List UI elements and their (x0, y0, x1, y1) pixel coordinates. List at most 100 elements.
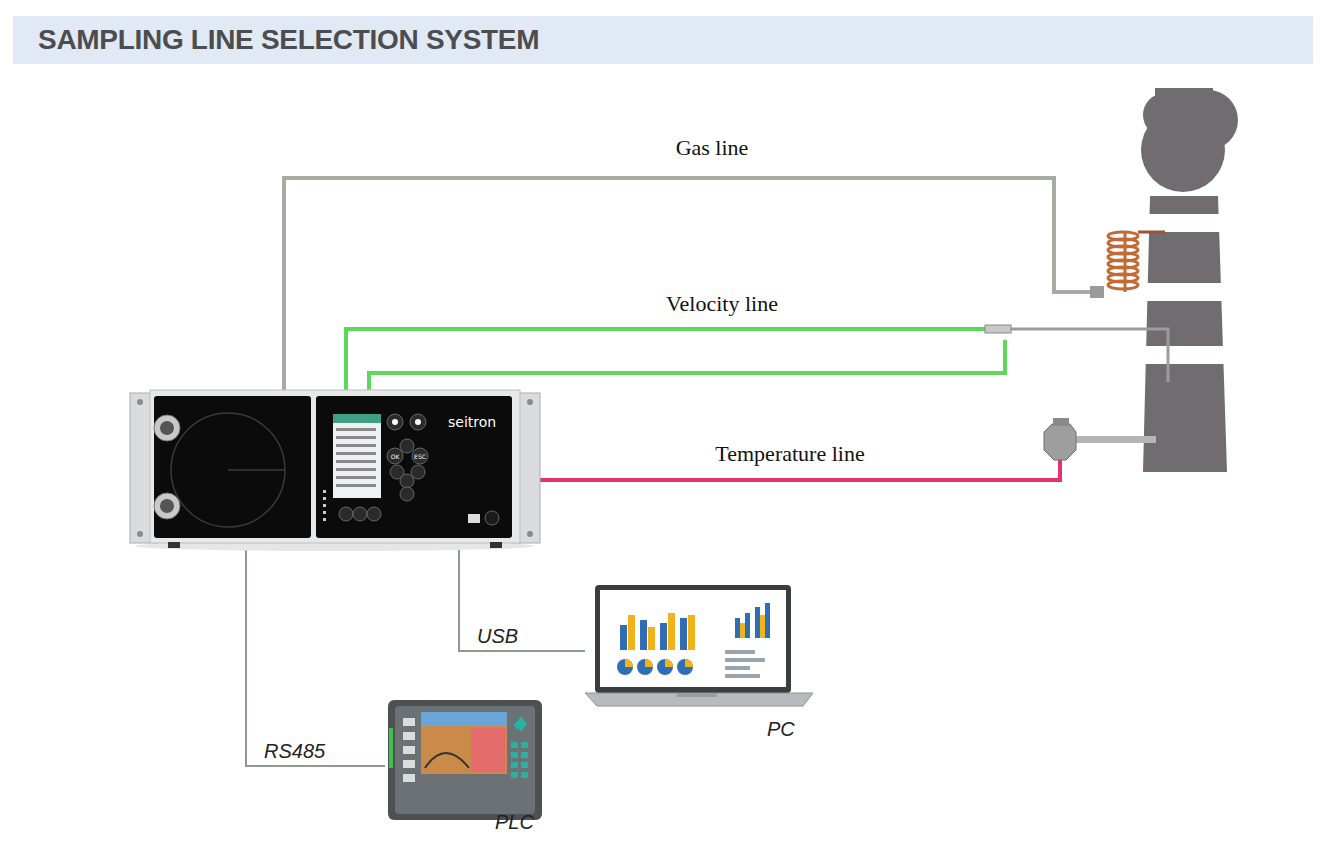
cable-connector (246, 550, 385, 766)
analyzer-drawing-part-part (400, 487, 414, 501)
pc-laptop: PC (585, 585, 815, 745)
laptop-drawing-part (625, 659, 693, 667)
analyzer-drawing-part (137, 531, 143, 537)
plc-drawing-part-part (403, 774, 415, 782)
plc-drawing-part (421, 712, 507, 726)
laptop-drawing-part-part (725, 666, 750, 670)
plc-drawing-part-part (511, 772, 518, 778)
laptop-drawing-part-part (755, 607, 760, 638)
analyzer-drawing-part-part (336, 476, 376, 479)
plc-drawing-part-part (403, 760, 415, 768)
laptop-drawing-part (628, 613, 765, 650)
laptop-drawing-part-part (725, 650, 755, 654)
analyzer-drawing-part-part (336, 444, 376, 447)
line-label: Velocity line (666, 291, 778, 317)
cable-connector (459, 550, 585, 651)
analyzer-drawing-part-part (392, 419, 398, 425)
plc-drawing-part-part (403, 732, 415, 740)
analyzer-drawing-part-part (323, 504, 326, 507)
analyzer-drawing-part-part (410, 414, 426, 430)
plc-drawing-part-part (403, 718, 415, 726)
analyzer-drawing-part-part (400, 439, 414, 453)
laptop-drawing-part (620, 603, 770, 650)
laptop-drawing-part-part (620, 625, 627, 650)
analyzer-drawing-part (168, 542, 180, 548)
button-label: OK (391, 453, 400, 460)
chimney (1141, 88, 1238, 472)
analyzer-drawing-part (333, 414, 381, 498)
analyzer-drawing-part-part (415, 419, 421, 425)
analyzer-drawing-part-part (387, 448, 403, 464)
plc-drawing-part-part (521, 742, 528, 748)
analyzer-drawing-part (137, 399, 143, 405)
analyzer-drawing-part (171, 413, 285, 527)
analyzer-drawing-part (323, 490, 326, 521)
chimney-bands-part (1140, 214, 1230, 232)
laptop-drawing-part-part (740, 623, 745, 638)
connection-label: USB (477, 625, 518, 648)
laptop-drawing-part-part (685, 659, 693, 667)
device-name: PLC (495, 811, 534, 834)
laptop-drawing-part (600, 590, 786, 687)
laptop-drawing-part-part (765, 603, 770, 638)
gas-probe-fitting (1090, 286, 1104, 298)
analyzer-drawing-part-part (323, 518, 326, 521)
analyzer-drawing-part-part (336, 484, 376, 487)
pitot-tube-part (985, 329, 1168, 382)
laptop-drawing-part-part (637, 659, 653, 675)
thermocouple-part (1072, 436, 1156, 443)
analyzer-drawing-part (490, 542, 502, 548)
analyzer-drawing-part (150, 390, 520, 543)
laptop-drawing-part-part (688, 615, 695, 650)
laptop-drawing-part-part (735, 618, 740, 638)
laptop-drawing-part-part (677, 659, 693, 675)
gas-probe-coil-part (1138, 231, 1165, 234)
analyzer-drawing-part-part (323, 511, 326, 514)
analyzer-drawing-part-part (323, 497, 326, 500)
laptop-drawing-part-part (628, 615, 635, 650)
analyzer-drawing-part (160, 421, 174, 435)
plc-drawing-part (425, 753, 469, 768)
plc-drawing-part (513, 716, 527, 732)
chimney-bands (1140, 214, 1230, 364)
analyzer-drawing-part (154, 396, 311, 538)
diagram-title: SAMPLING LINE SELECTION SYSTEM (38, 16, 539, 64)
laptop-drawing-part-part (760, 615, 765, 638)
plc-panel: PLC (385, 698, 545, 838)
laptop-drawing-part-part (657, 659, 673, 675)
laptop-drawing-part-part (725, 674, 760, 678)
thermocouple-part (1044, 424, 1076, 460)
plc-drawing-part (471, 728, 505, 772)
laptop-drawing-part-part (660, 623, 667, 650)
laptop-drawing-part-part (725, 658, 765, 662)
connection-label: RS485 (264, 740, 325, 763)
chimney-bands-part (1140, 283, 1230, 301)
analyzer-drawing-part-part (387, 414, 403, 430)
analyzer-drawing-part-part (336, 460, 376, 463)
plc-drawing-part-part (511, 742, 518, 748)
line-label: Temperature line (715, 441, 864, 467)
analyzer-drawing-part (160, 499, 174, 513)
laptop-drawing-part-part (617, 659, 633, 675)
analyzer-drawing-part-part (339, 507, 353, 521)
laptop-drawing-part (617, 659, 693, 675)
plc-drawing-part-part (521, 762, 528, 768)
plc-drawing-part-part (511, 762, 518, 768)
laptop-drawing-part-part (645, 659, 653, 667)
thermocouple-part (1053, 418, 1069, 426)
button-label: ESC (414, 453, 426, 460)
plc-drawing-part-part (521, 772, 528, 778)
plc-drawing-part-part (511, 752, 518, 758)
analyzer-drawing-part-part (412, 448, 428, 464)
gas-probe-coil-part (1108, 281, 1138, 289)
analyzer-unit: seitron (130, 390, 540, 550)
analyzer-drawing-part-part (353, 507, 367, 521)
velocity-line-wire (346, 329, 988, 395)
plc-drawing-part-part (403, 746, 415, 754)
plc-drawing-part (511, 742, 528, 778)
analyzer-drawing-part (485, 511, 499, 525)
plc-drawing-part (395, 706, 535, 814)
chimney-part (1155, 88, 1213, 118)
chimney-bands-part (1140, 346, 1230, 364)
laptop-drawing-part-part (640, 620, 647, 650)
